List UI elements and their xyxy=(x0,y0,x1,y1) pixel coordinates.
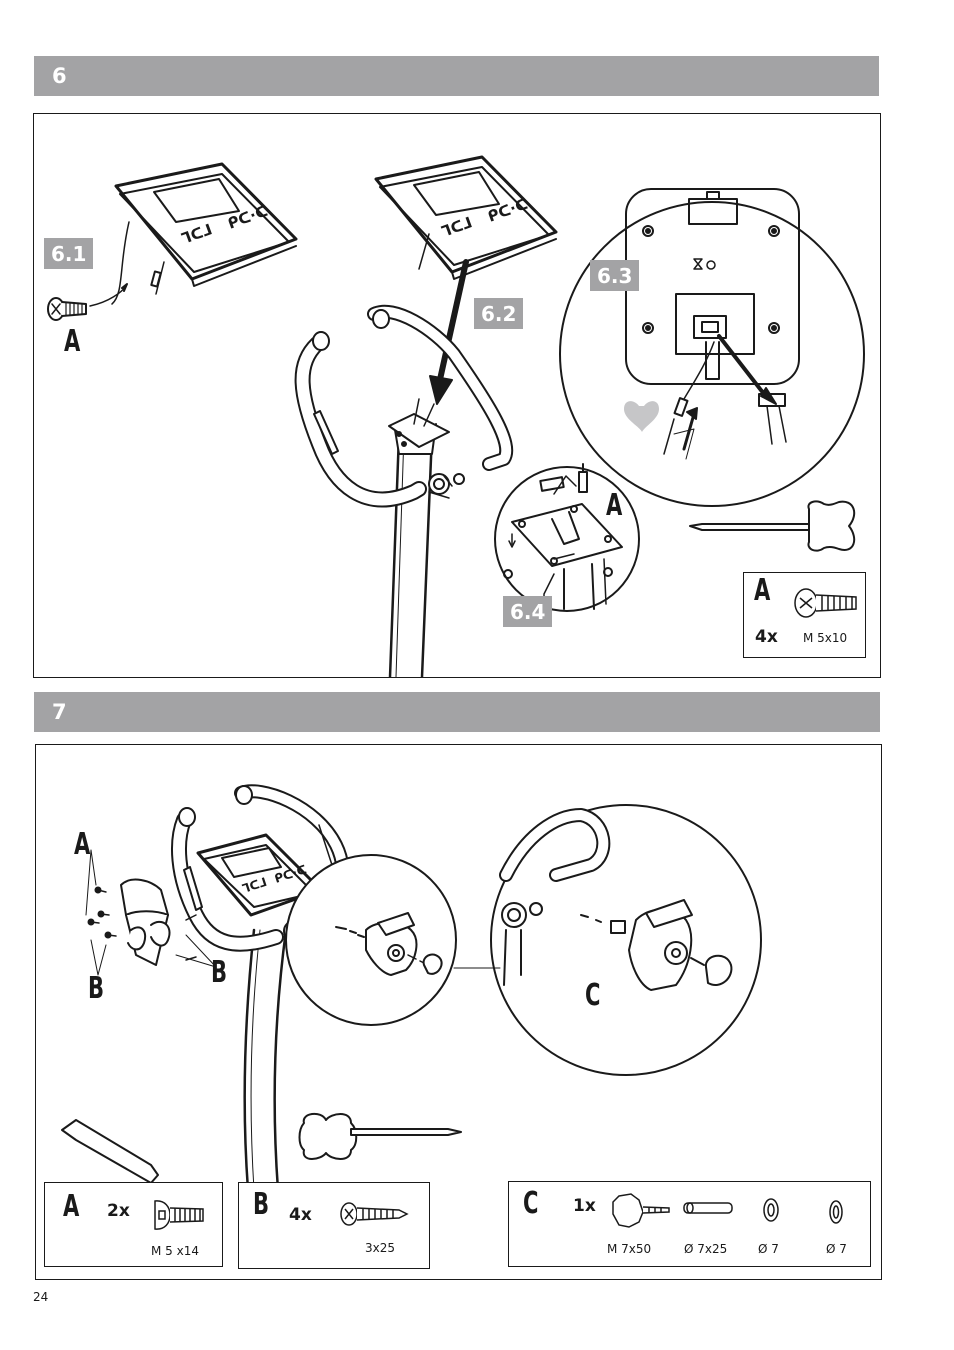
spring-washer-icon xyxy=(763,1198,779,1222)
detail-circle-6-4 xyxy=(494,463,640,612)
step-6-number: 6 xyxy=(52,64,67,88)
part-qty: 4x xyxy=(289,1205,312,1225)
knob-icon xyxy=(612,1193,670,1228)
allen-key-icon xyxy=(61,1119,159,1184)
detail-circle-7-small xyxy=(285,854,457,1026)
part-spec-spacer: Ø 7x25 xyxy=(684,1242,728,1256)
step-7-illustration: ᒣᑕᒧ ᑭᑕ·ᑕ xyxy=(61,784,762,1192)
screw-m5x10-icon xyxy=(794,588,857,618)
part-c-icons xyxy=(612,1193,843,1228)
detail-a-label: A xyxy=(606,488,623,523)
letter-c-label: C xyxy=(585,978,601,1013)
heart-icon xyxy=(624,401,659,432)
washer-icon xyxy=(829,1200,843,1224)
part-box-c-step7: C 1x M 7x50 Ø 7x25 Ø 7 Ø 7 xyxy=(508,1181,871,1267)
detail-circle-7-c xyxy=(490,804,762,1076)
part-spec-washer: Ø 7 xyxy=(826,1242,847,1256)
cover-parts-icon xyxy=(85,849,217,976)
part-box-b-step7: B 4x 3x25 xyxy=(238,1182,430,1269)
callout-6-3: 6.3 xyxy=(590,260,640,291)
part-qty: 1x xyxy=(573,1196,596,1216)
detail-circle-6-3 xyxy=(559,188,865,507)
part-spec: 3x25 xyxy=(365,1241,396,1255)
bike-frame-icon xyxy=(294,304,514,677)
step-7-panel: ᒣᑕᒧ ᑭᑕ·ᑕ xyxy=(35,744,882,1280)
part-qty: 2x xyxy=(107,1201,130,1221)
console-7-icon: ᒣᑕᒧ ᑭᑕ·ᑕ xyxy=(196,833,323,917)
screw-3x25-icon xyxy=(340,1202,409,1226)
step-6-header: 6 xyxy=(34,56,879,96)
part-box-a-step7: A 2x M 5 x14 xyxy=(44,1182,223,1267)
console-6-2-icon: ᒣᑕᒧ ᑭᑕ·ᑕ xyxy=(374,155,558,280)
letter-a-label: A xyxy=(74,827,91,862)
part-letter: A xyxy=(754,573,771,608)
part-box-a-step6: A 4x M 5x10 xyxy=(743,572,866,658)
step-7-header: 7 xyxy=(34,692,880,732)
part-letter: B xyxy=(253,1187,270,1222)
arrow-head-icon xyxy=(429,375,453,405)
screw-a-6-1-icon xyxy=(47,283,128,321)
spacer-icon xyxy=(683,1202,733,1214)
part-spec-spring-washer: Ø 7 xyxy=(758,1242,779,1256)
part-spec: M 5x10 xyxy=(803,631,848,645)
letter-b-right-label: B xyxy=(211,955,228,990)
page-number: 24 xyxy=(33,1290,49,1304)
part-letter: A xyxy=(63,1189,80,1224)
arrow-down-icon xyxy=(436,259,469,387)
letter-b-left-label: B xyxy=(88,971,105,1006)
part-letter: C xyxy=(523,1186,539,1221)
callout-6-4: 6.4 xyxy=(503,596,553,627)
step-7-number: 7 xyxy=(52,700,67,724)
part-spec: M 5 x14 xyxy=(151,1244,199,1258)
callout-6-1: 6.1 xyxy=(44,238,94,269)
step-6-panel: ᒣᑕᒧ ᑭᑕ·ᑕ ᒣᑕᒧ ᑭᑕ·ᑕ xyxy=(33,113,881,678)
screwdriver-icon xyxy=(689,500,856,552)
console-6-1-icon: ᒣᑕᒧ ᑭᑕ·ᑕ xyxy=(111,162,298,305)
callout-6-2: 6.2 xyxy=(474,298,524,329)
screw-m5x14-icon xyxy=(154,1200,204,1230)
part-qty: 4x xyxy=(755,627,778,647)
part-spec-knob: M 7x50 xyxy=(607,1242,652,1256)
screwdriver-7-icon xyxy=(298,1112,462,1160)
screw-a-label: A xyxy=(64,324,81,359)
